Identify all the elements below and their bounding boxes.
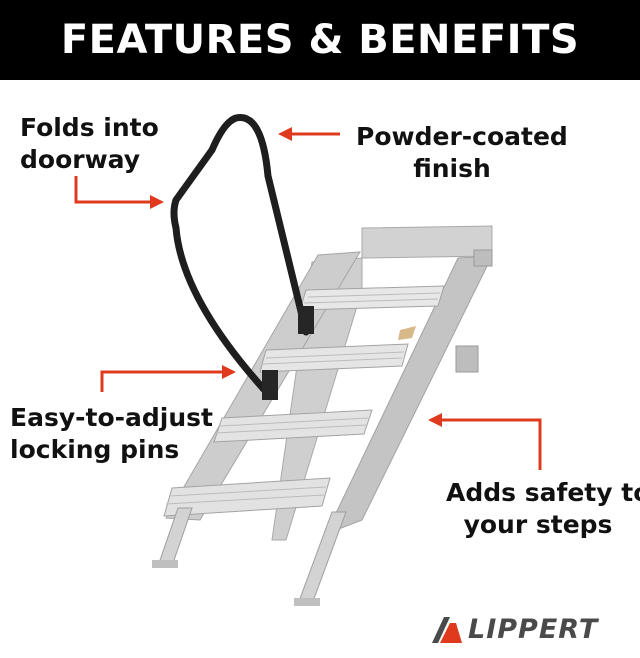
- tread-4: [163, 477, 331, 517]
- callout-easy-line2: locking pins: [10, 435, 180, 464]
- arrow-icon: [278, 127, 292, 141]
- handrail: [170, 114, 310, 400]
- top-landing-plate: [361, 225, 493, 259]
- callout-easy-line1: Easy-to-adjust: [10, 403, 213, 432]
- side-bracket: [455, 345, 479, 373]
- callout-folds-line2: doorway: [20, 145, 141, 174]
- right-leg: [297, 511, 347, 605]
- callout-adds-line2: your steps: [463, 510, 613, 539]
- brand-logo: LIPPERT: [430, 612, 630, 648]
- top-bracket: [473, 249, 493, 267]
- page-title: FEATURES & BENEFITS: [60, 17, 580, 63]
- left-leg: [157, 507, 193, 567]
- tread-1: [299, 285, 445, 311]
- callout-adds: Adds safety to your steps: [446, 477, 640, 541]
- left-foot: [152, 560, 178, 568]
- callout-powder-line1: Powder-coated: [356, 122, 568, 151]
- callout-folds-line1: Folds into: [20, 113, 159, 142]
- wood-block: [398, 326, 416, 340]
- arrow-icon: [222, 365, 236, 379]
- lippert-logo-icon: [432, 617, 462, 643]
- brand-name: LIPPERT: [468, 614, 599, 645]
- callout-powder-line2: finish: [413, 154, 491, 183]
- tread-3: [213, 409, 373, 443]
- header-banner: FEATURES & BENEFITS: [0, 0, 640, 80]
- arrow-adds: [440, 418, 542, 470]
- right-foot: [294, 598, 320, 606]
- rail-clamp-lower: [262, 370, 278, 400]
- arrows: [74, 132, 542, 470]
- callout-powder: Powder-coated finish: [356, 121, 568, 185]
- tread-2: [259, 343, 409, 373]
- callout-adds-line1: Adds safety to: [446, 478, 640, 507]
- rail-clamp-upper: [298, 306, 314, 334]
- callout-easy: Easy-to-adjust locking pins: [10, 402, 213, 466]
- arrow-icon: [428, 413, 442, 427]
- arrow-icon: [150, 195, 164, 209]
- arrow-folds: [74, 176, 152, 204]
- arrow-easy: [100, 370, 224, 392]
- callout-folds: Folds into doorway: [20, 112, 159, 176]
